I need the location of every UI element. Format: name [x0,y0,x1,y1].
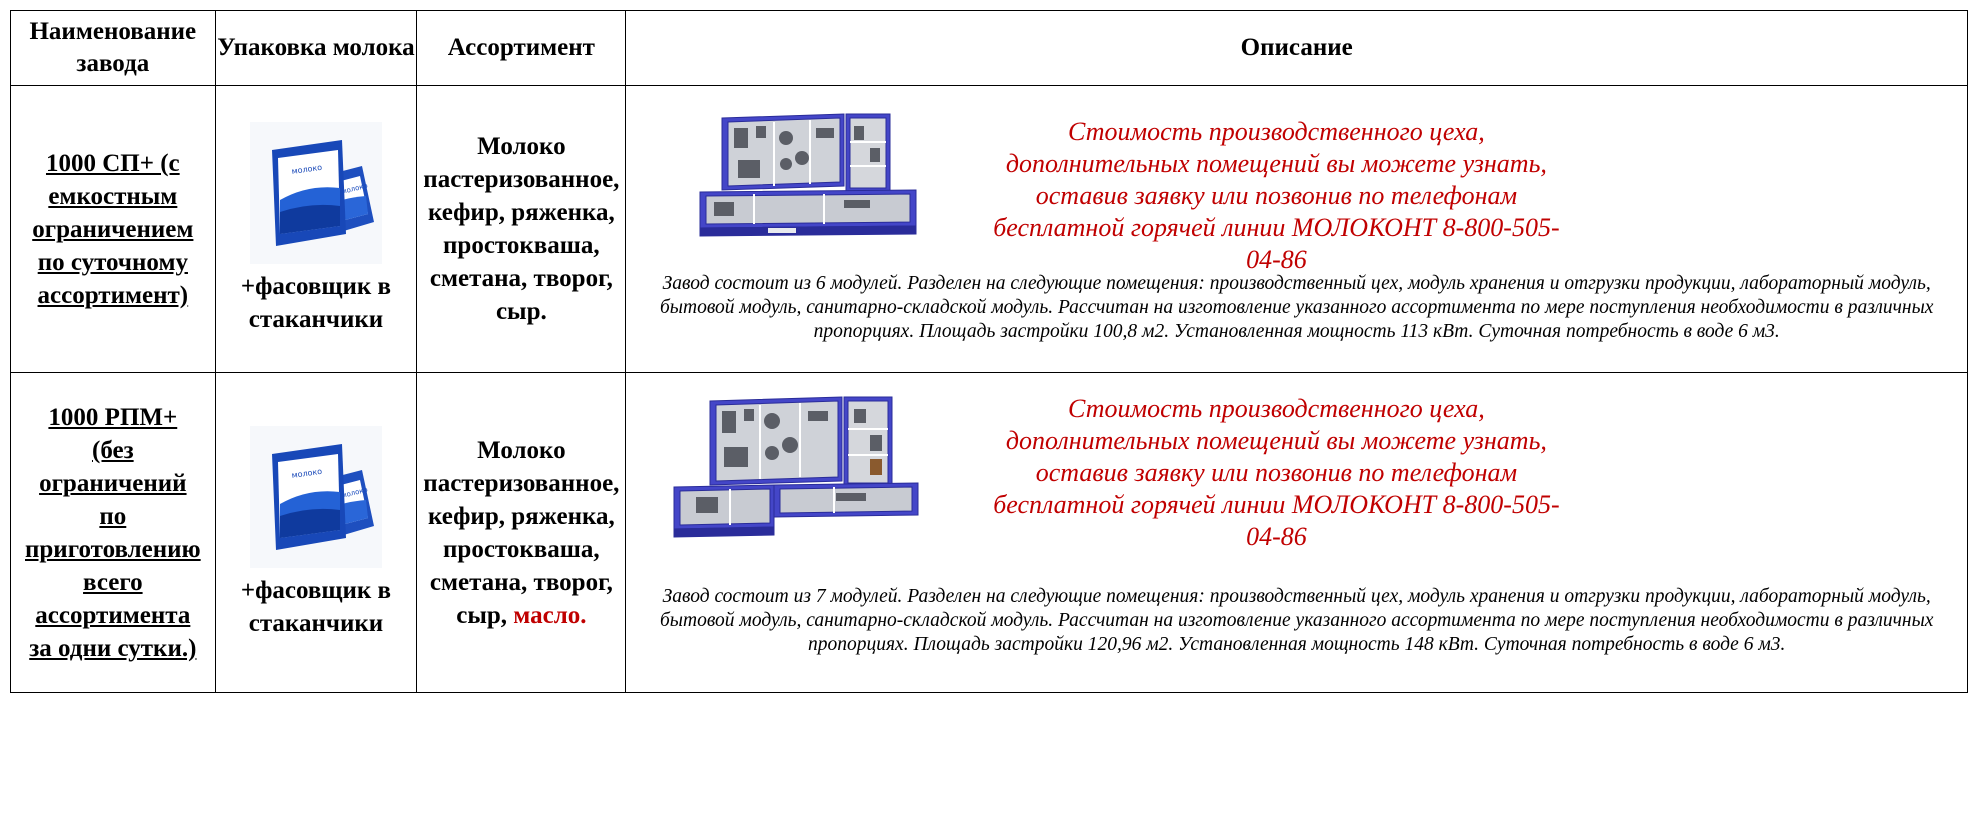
floor-plan-icon [673,396,919,538]
description-text: Завод состоит из 6 модулей. Разделен на … [659,273,1934,342]
plant-table: Наименование завода Упаковка молока Ассо… [10,10,1968,693]
price-note: Стоимость производственного цеха, дополн… [993,394,1560,551]
description-text: Завод состоит из 7 модулей. Разделен на … [659,586,1934,655]
plant-name: 1000 СП+ (с емкостным ограничением по су… [10,85,216,373]
packaging-text: +фасовщик в стаканчики [240,576,392,637]
milk-bag-icon [250,426,382,568]
header-assortment: Ассортимент [416,10,627,86]
description-cell: Стоимость производственного цеха, дополн… [625,372,1968,693]
table-row: 1000 СП+ (с емкостным ограничением по су… [10,85,1968,373]
packaging-cell: +фасовщик в стаканчики [214,372,418,693]
price-note: Стоимость производственного цеха, дополн… [993,117,1560,274]
packaging-text: +фасовщик в стаканчики [240,273,392,333]
header-packaging: Упаковка молока [214,10,418,86]
assortment-cell: Молоко пастеризованное, кефир, ряженка, … [416,372,627,693]
assortment-extra: масло. [513,601,587,629]
packaging-cell: +фасовщик в стаканчики [214,85,418,373]
description-cell: Стоимость производственного цеха, дополн… [625,85,1968,373]
plant-name-text: 1000 СП+ (с емкостным ограничением по су… [32,149,194,309]
table-row: 1000 РПМ+ (без ограничений по приготовле… [10,372,1968,693]
header-description: Описание [625,10,1968,86]
assortment-text: Молоко пастеризованное, кефир, ряженка, … [423,133,620,325]
assortment-cell: Молоко пастеризованное, кефир, ряженка, … [416,85,627,373]
header-plant: Наименование завода [10,10,216,86]
table-header-row: Наименование завода Упаковка молока Ассо… [10,10,1968,86]
milk-bag-icon [250,122,382,264]
floor-plan-icon [699,113,917,237]
assortment-text: Молоко пастеризованное, кефир, ряженка, … [423,436,620,629]
plant-name: 1000 РПМ+ (без ограничений по приготовле… [10,372,216,693]
plant-name-text: 1000 РПМ+ (без ограничений по приготовле… [25,403,201,662]
